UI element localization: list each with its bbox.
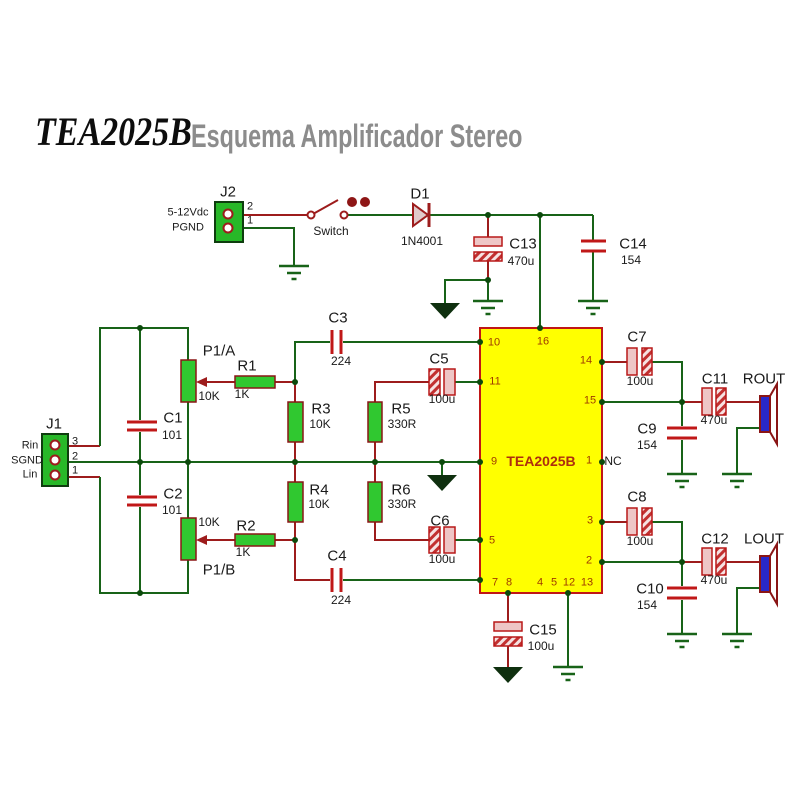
j2-pin1-hole [222,222,234,234]
signal-ground-arrow-symbol [427,475,457,491]
junction-dot [372,459,378,465]
r3-body [287,401,304,443]
c11-plate-hatch [715,387,727,416]
c14-ground-symbol [578,299,608,316]
j1-pin3-hole [49,439,61,451]
p1b-pot-body [180,517,197,561]
c13-plate-hatch [473,251,503,262]
junction-dot [292,537,298,543]
junction-dot [537,212,543,218]
ic-pin-dot [477,339,483,345]
ic-pin-dot [599,359,605,365]
junction-dot [292,459,298,465]
rout-speaker-cone [769,380,778,448]
r4-body [287,481,304,523]
c11-plate-plain [701,387,713,416]
c15-plate-hatch [493,636,523,647]
c6-plate-plain [443,526,456,554]
rin-net [99,327,189,446]
junction-dot [137,459,143,465]
power-ground-arrow-symbol [430,303,460,319]
c10-ground-symbol [667,632,697,649]
junction-dot [679,399,685,405]
c13-ground-branch [444,279,488,303]
j2-pin1-ground-wire [243,227,295,265]
junction-dot [137,325,143,331]
switch-contact-a [306,210,316,220]
r5-body [367,401,383,443]
switch-contact-b [339,210,349,220]
page-title-part-number: TEA2025B [35,109,192,154]
page-title-subtitle: Esquema Amplificador Stereo [191,118,523,154]
c3-in-wire [294,341,330,382]
r6-body [367,481,383,523]
lout-ground-symbol [722,632,752,649]
c9-ground-symbol [667,472,697,489]
c7-out-wire [652,361,683,402]
c13-ground-symbol [473,299,503,316]
switch-lever [312,199,339,215]
ic-pin-dot [565,590,571,596]
junction-dot [485,212,491,218]
d1-diode-triangle [412,202,430,228]
j2-connector-body [214,201,244,243]
p1b-wiper-arrowhead [196,535,207,545]
ic-pin-dot [477,537,483,543]
r6-out-wire [374,522,429,541]
switch-indicator-dot-b [360,197,370,207]
junction-dot [137,590,143,596]
c6-plate-hatch [428,526,441,554]
pin12-ground-symbol [553,665,583,682]
ic-body [479,327,603,594]
c5-plate-plain [443,368,456,396]
ic-pin-dot [477,459,483,465]
ic-pin-dot [599,559,605,565]
c8-plate-plain [626,507,638,536]
c13-plate-plain [473,236,503,247]
ic-pin-dot [599,519,605,525]
r1-body [234,375,276,389]
ic-pin-dot [599,399,605,405]
junction-dot [439,459,445,465]
c12-plate-hatch [715,547,727,576]
switch-indicator-dot-a [347,197,357,207]
lin-net [99,477,189,594]
ic-pin-dot [599,459,605,465]
junction-dot [185,459,191,465]
j2-ground-symbol [279,264,309,281]
c4-in-wire [294,540,330,581]
c8-out-wire [652,521,683,562]
p1a-wiper-arrowhead [196,377,207,387]
c12-plate-plain [701,547,713,576]
r2-body [234,533,276,547]
lout-speaker-cone [769,540,778,608]
rout-ground-symbol [722,472,752,489]
c15-ground-arrow-symbol [493,667,523,683]
j2-pin2-hole [222,208,234,220]
c7-plate-hatch [641,347,653,376]
rout-ground-wire [736,427,760,473]
j1-pin1-hole [49,469,61,481]
junction-dot [679,559,685,565]
junction-dot [292,379,298,385]
junction-dot [485,277,491,283]
rout-speaker-driver [759,395,771,433]
ic-pin-dot [537,325,543,331]
ic-pin-dot [477,379,483,385]
lout-ground-wire [736,587,760,633]
j1-pin2-hole [49,454,61,466]
r5-in-wire [374,381,429,402]
c7-plate-plain [626,347,638,376]
lout-speaker-driver [759,555,771,593]
c5-plate-hatch [428,368,441,396]
p1a-pot-body [180,359,197,403]
c15-plate-plain [493,621,523,632]
ic-pin-dot [477,577,483,583]
ic-pin-dot [505,590,511,596]
c8-plate-hatch [641,507,653,536]
